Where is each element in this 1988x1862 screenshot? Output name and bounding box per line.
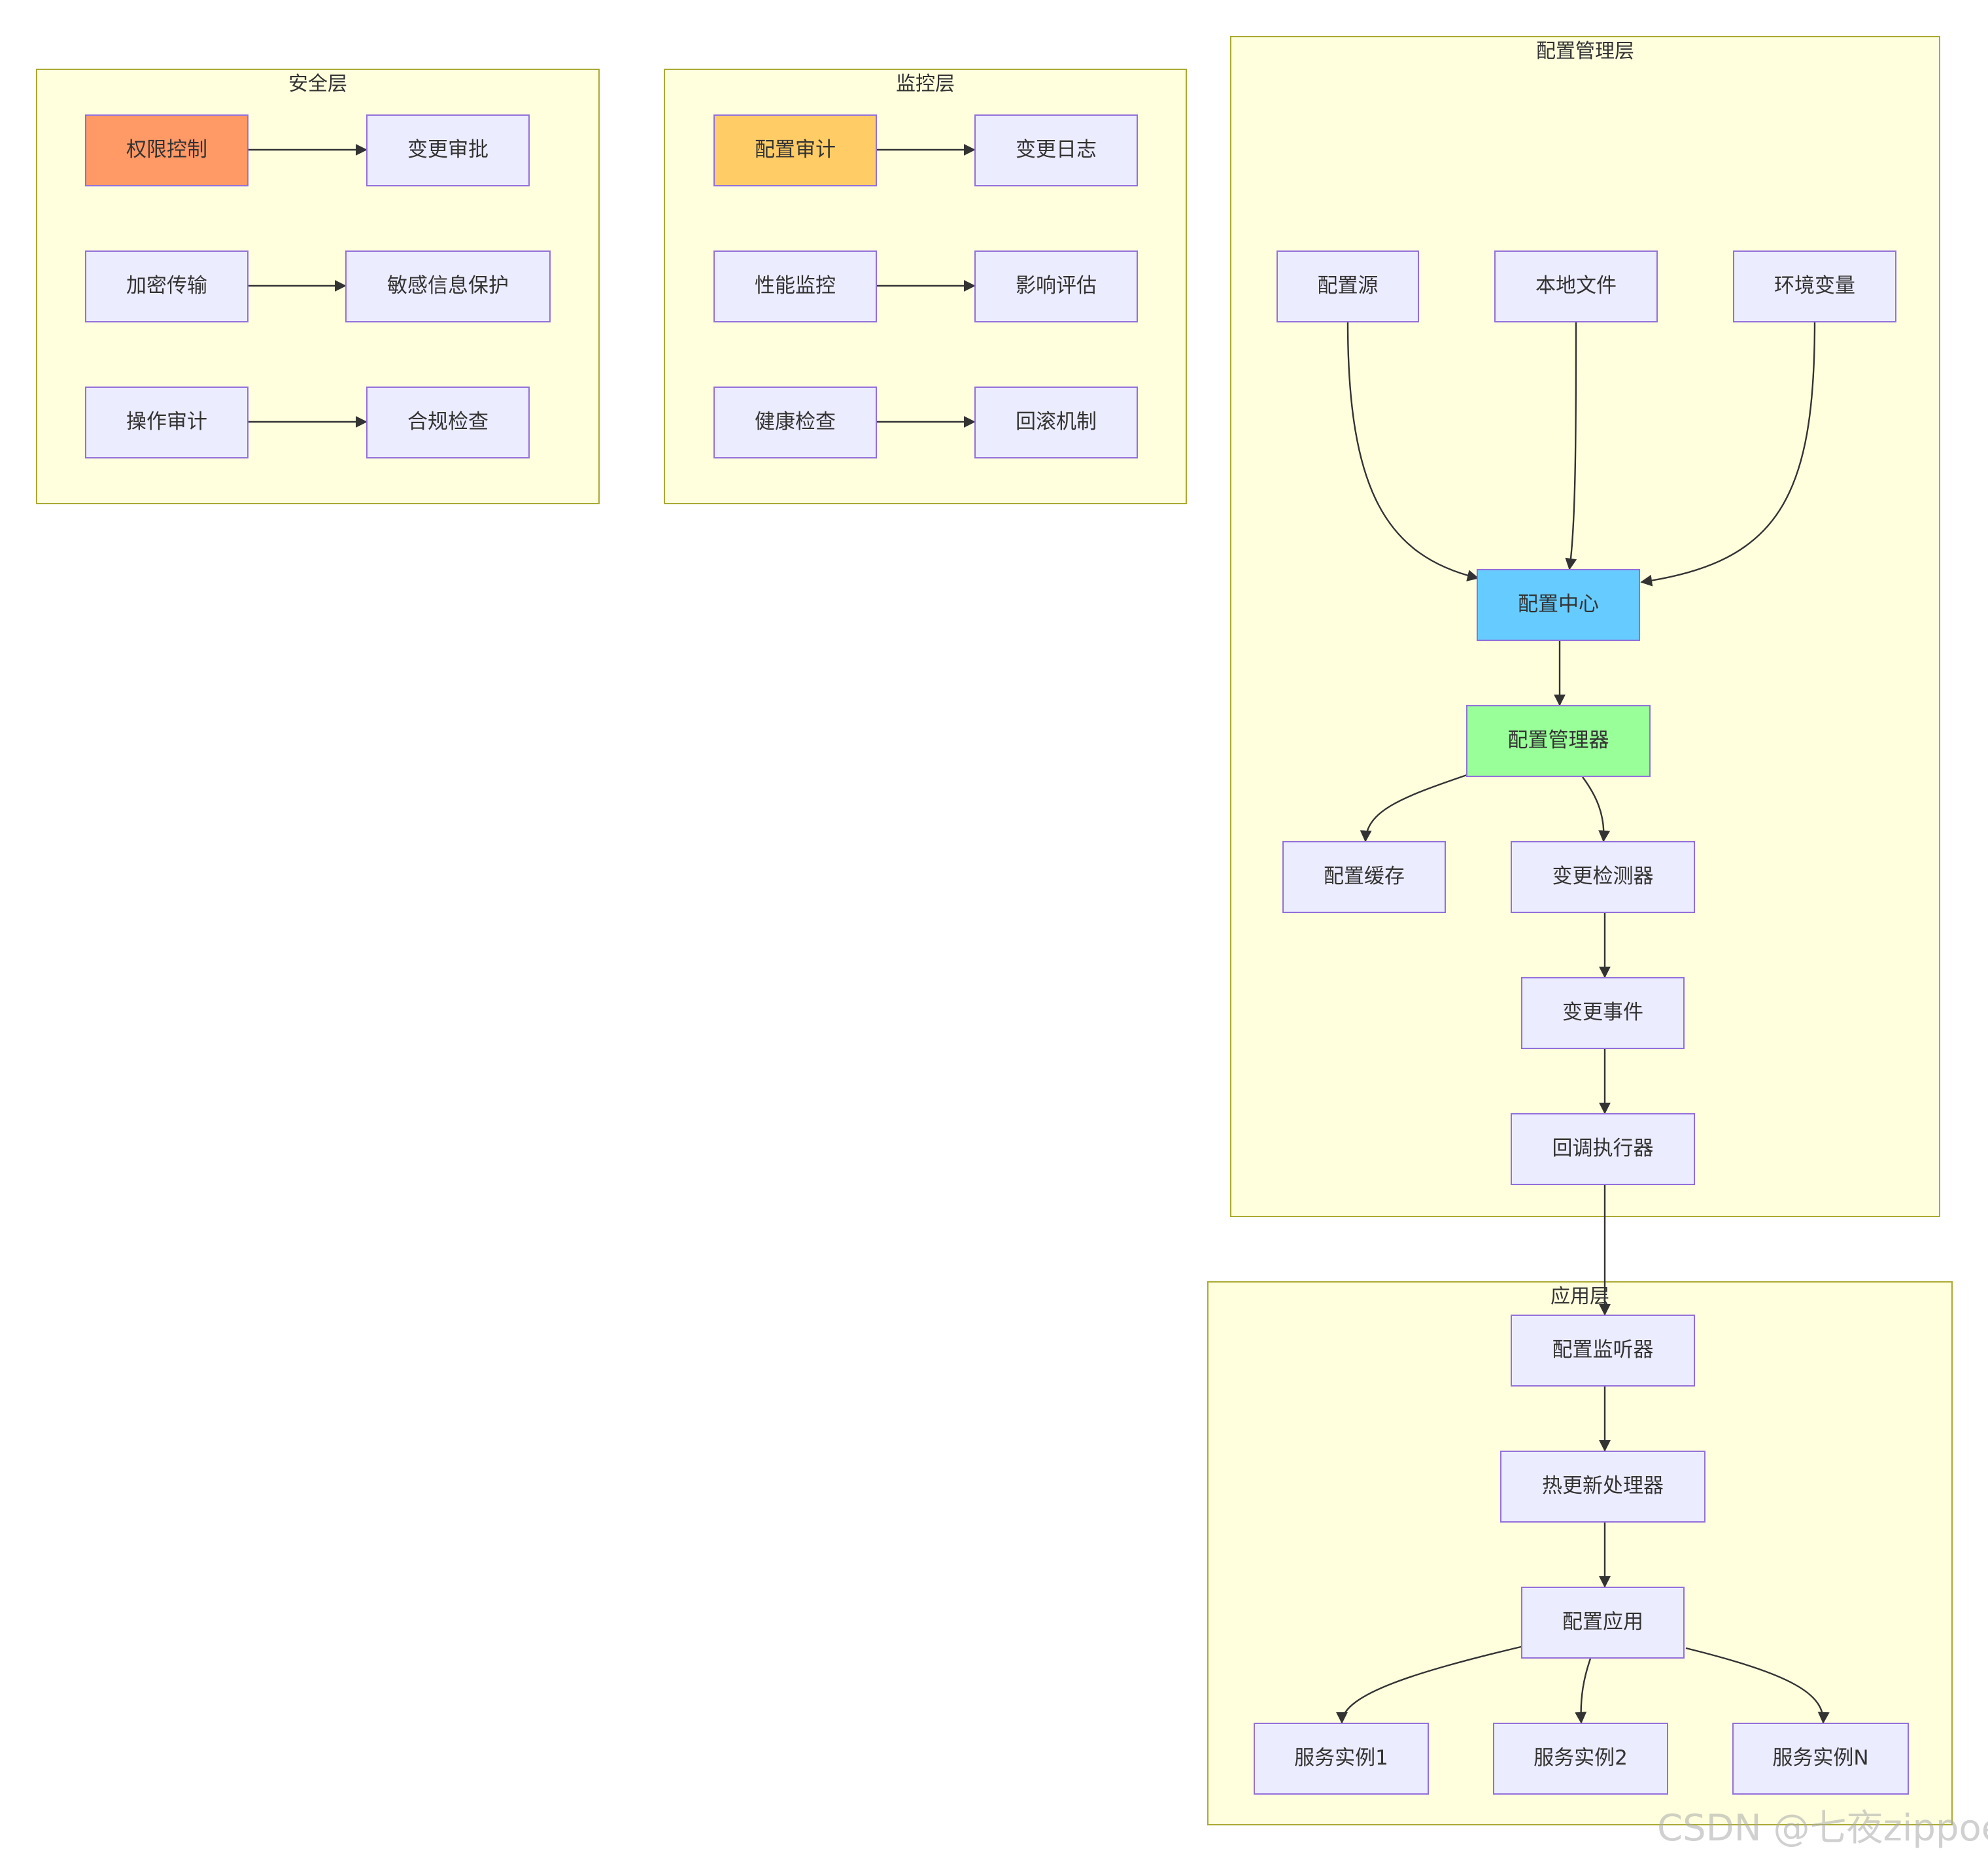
cluster-title-security: 安全层: [288, 73, 347, 95]
node-config-cache[interactable]: 配置缓存: [1282, 841, 1446, 913]
node-change-approval[interactable]: 变更审批: [366, 114, 530, 186]
node-operation-audit[interactable]: 操作审计: [85, 387, 248, 458]
node-hot-update-handler[interactable]: 热更新处理器: [1500, 1451, 1705, 1523]
node-impact-assessment[interactable]: 影响评估: [974, 250, 1138, 322]
svg-text:合规检查: 合规检查: [407, 410, 488, 434]
node-config-apply[interactable]: 配置应用: [1521, 1587, 1685, 1659]
svg-text:服务实例2: 服务实例2: [1534, 1746, 1628, 1770]
edge-env-variables-to-config-center: [1640, 321, 1816, 587]
svg-text:配置中心: 配置中心: [1518, 593, 1599, 616]
edges: [247, 144, 1830, 1724]
svg-text:加密传输: 加密传输: [126, 274, 207, 298]
svg-text:回滚机制: 回滚机制: [1016, 410, 1097, 434]
svg-text:影响评估: 影响评估: [1016, 274, 1097, 298]
svg-text:配置源: 配置源: [1318, 274, 1379, 298]
node-change-detector[interactable]: 变更检测器: [1511, 841, 1695, 913]
svg-text:服务实例1: 服务实例1: [1294, 1746, 1388, 1770]
svg-text:配置监听器: 配置监听器: [1552, 1338, 1654, 1362]
node-health-check[interactable]: 健康检查: [713, 387, 877, 458]
node-config-listener[interactable]: 配置监听器: [1511, 1315, 1695, 1387]
svg-text:配置审计: 配置审计: [755, 138, 836, 162]
svg-text:环境变量: 环境变量: [1774, 274, 1855, 298]
svg-text:变更日志: 变更日志: [1016, 138, 1097, 162]
node-config-audit[interactable]: 配置审计: [713, 114, 877, 186]
edge-config-source-to-config-center: [1346, 321, 1479, 581]
svg-text:权限控制: 权限控制: [126, 138, 207, 162]
svg-text:变更审批: 变更审批: [407, 138, 488, 162]
node-config-manager[interactable]: 配置管理器: [1466, 705, 1651, 777]
svg-text:变更事件: 变更事件: [1562, 1001, 1643, 1024]
node-service-instance-1[interactable]: 服务实例1: [1254, 1723, 1429, 1795]
node-callback-executor[interactable]: 回调执行器: [1511, 1113, 1695, 1185]
svg-text:配置缓存: 配置缓存: [1324, 865, 1405, 888]
svg-text:性能监控: 性能监控: [755, 274, 836, 298]
node-change-event[interactable]: 变更事件: [1521, 977, 1685, 1049]
edge-local-file-to-config-center: [1565, 321, 1577, 570]
node-permission-control[interactable]: 权限控制: [85, 114, 248, 186]
node-rollback-mechanism[interactable]: 回滚机制: [974, 387, 1138, 458]
node-config-source[interactable]: 配置源: [1277, 250, 1419, 322]
node-change-log[interactable]: 变更日志: [974, 114, 1138, 186]
edge-config-manager-to-change-detector: [1582, 776, 1611, 842]
cluster-title-config-management: 配置管理层: [1536, 40, 1634, 63]
node-performance-monitoring[interactable]: 性能监控: [713, 250, 877, 322]
svg-text:本地文件: 本地文件: [1535, 274, 1617, 298]
edge-config-apply-to-service-instance-2: [1575, 1658, 1592, 1724]
svg-text:健康检查: 健康检查: [755, 410, 836, 434]
svg-text:服务实例N: 服务实例N: [1772, 1746, 1868, 1770]
node-sensitive-info-protection[interactable]: 敏感信息保护: [345, 250, 551, 322]
svg-text:配置管理器: 配置管理器: [1508, 729, 1609, 752]
svg-text:操作审计: 操作审计: [126, 410, 207, 434]
edge-config-apply-to-service-instance-n: [1685, 1647, 1830, 1724]
node-service-instance-n[interactable]: 服务实例N: [1732, 1723, 1909, 1795]
node-service-instance-2[interactable]: 服务实例2: [1493, 1723, 1668, 1795]
svg-text:敏感信息保护: 敏感信息保护: [387, 274, 509, 298]
svg-text:变更检测器: 变更检测器: [1552, 865, 1654, 888]
node-config-center[interactable]: 配置中心: [1477, 569, 1640, 641]
svg-text:配置应用: 配置应用: [1562, 1610, 1643, 1634]
cluster-title-application: 应用层: [1551, 1285, 1609, 1308]
node-encrypted-transmission[interactable]: 加密传输: [85, 250, 248, 322]
node-env-variables[interactable]: 环境变量: [1733, 250, 1896, 322]
edge-config-manager-to-config-cache: [1360, 773, 1469, 842]
svg-text:回调执行器: 回调执行器: [1552, 1137, 1654, 1160]
cluster-title-monitoring: 监控层: [896, 73, 955, 95]
svg-text:热更新处理器: 热更新处理器: [1542, 1474, 1664, 1498]
watermark: CSDN @七夜zippoe: [1657, 1807, 1988, 1850]
edge-config-apply-to-service-instance-1: [1336, 1645, 1524, 1724]
node-compliance-check[interactable]: 合规检查: [366, 387, 530, 458]
node-local-file[interactable]: 本地文件: [1494, 250, 1658, 322]
